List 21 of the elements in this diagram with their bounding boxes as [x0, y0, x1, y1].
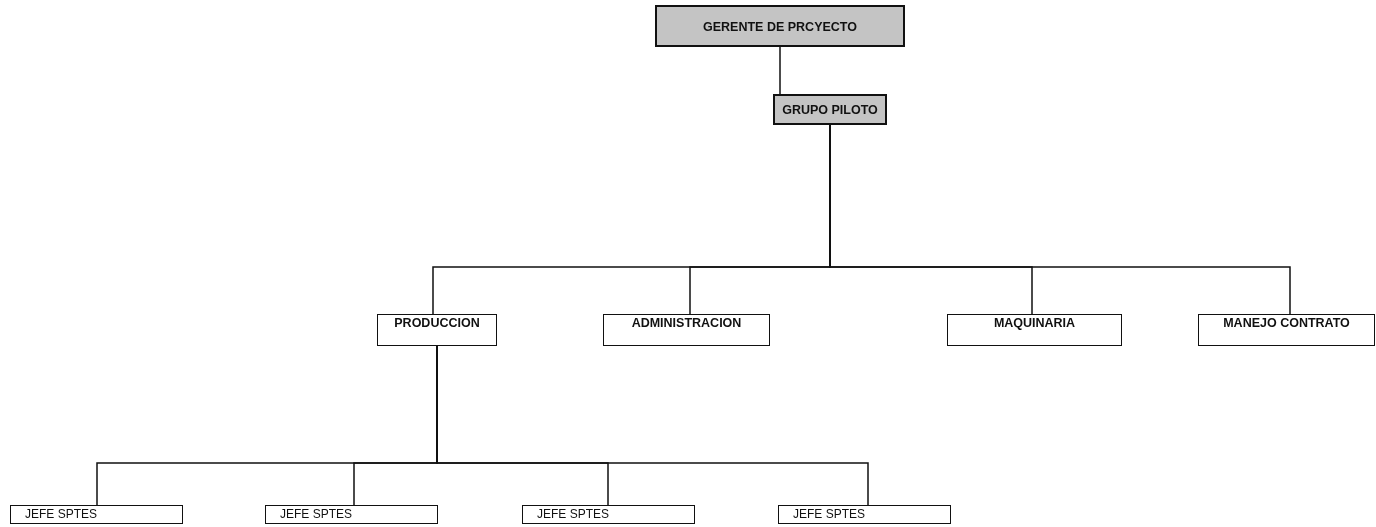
role-title: JEFE SPTES — [25, 506, 98, 521]
role-title: GRUPO PILOTO — [782, 102, 878, 117]
role-title: GERENTE DE PRCYECTO — [703, 18, 857, 34]
role-box — [377, 314, 497, 346]
role-title: JEFE SPTES — [280, 506, 353, 521]
role-title: MANEJO CONTRATO — [1223, 315, 1350, 330]
shaded-role-box — [773, 94, 887, 125]
role-box — [10, 505, 183, 524]
role-box — [522, 505, 695, 524]
role-title: PRODUCCION — [394, 315, 480, 330]
role-title: JEFE SPTES — [793, 506, 866, 521]
role-title: MAQUINARIA — [993, 315, 1076, 330]
role-title: JEFE SPTES — [537, 506, 610, 521]
role-box — [778, 505, 951, 524]
role-box — [265, 505, 438, 524]
role-box — [603, 314, 770, 346]
connector-line — [779, 46, 781, 95]
role-box — [947, 314, 1122, 346]
role-title: ADMINISTRACION — [631, 315, 742, 330]
role-box — [1198, 314, 1375, 346]
shaded-role-box — [655, 5, 905, 47]
